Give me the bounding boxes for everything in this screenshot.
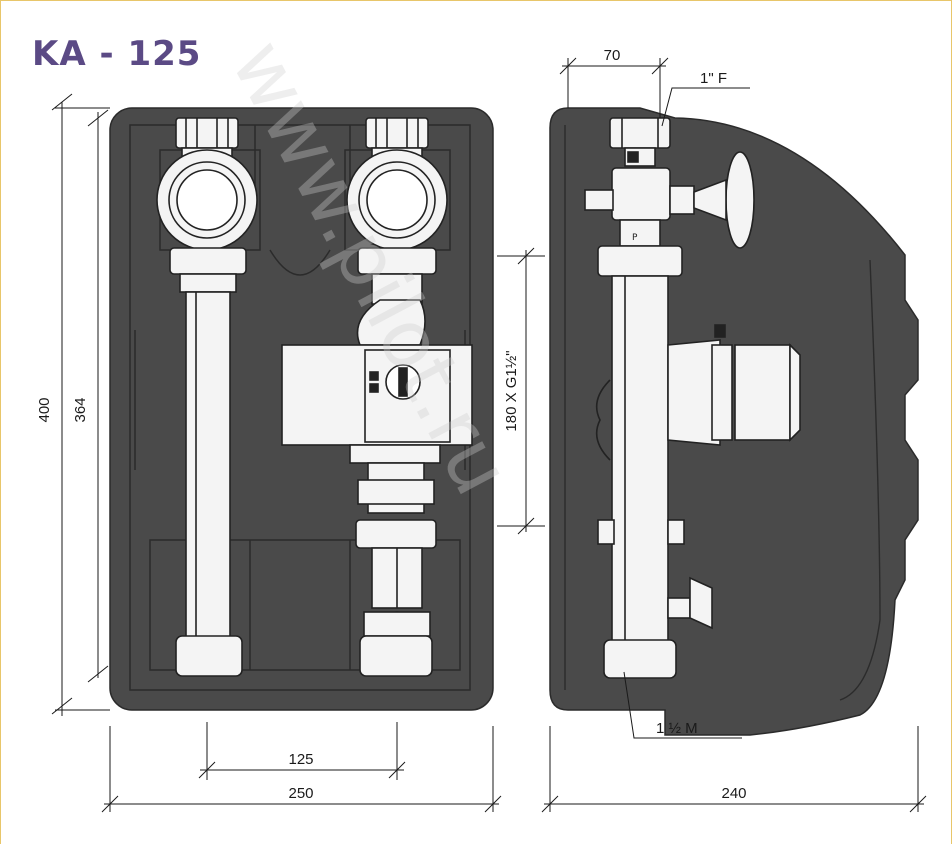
dimension-lines: [51, 57, 927, 813]
dim-top-offset: 70: [604, 47, 621, 64]
dim-pump-length: 180 X G1½": [503, 350, 520, 431]
side-drain-valve: [597, 519, 713, 630]
left-ball-valve: [156, 117, 258, 275]
left-pipe: [175, 273, 243, 677]
side-view: P: [549, 107, 919, 736]
dim-width-front: 250: [288, 785, 313, 802]
dim-bottom-connection: 1 ½ M: [656, 720, 698, 737]
side-pump-motor: [595, 324, 801, 461]
front-view: [109, 107, 494, 711]
dim-depth-side: 240: [721, 785, 746, 802]
check-valve-assembly: [355, 462, 437, 677]
dim-height-inner: 364: [72, 397, 89, 422]
right-ball-valve: [346, 117, 448, 305]
dim-top-connection: 1" F: [700, 70, 727, 87]
circulation-pump: [281, 299, 473, 464]
svg-text:P: P: [632, 233, 638, 243]
side-cavity-outlines: [564, 125, 881, 701]
side-valve-body: P: [584, 117, 755, 679]
page-title: KA - 125: [32, 34, 202, 74]
dim-height-total: 400: [36, 397, 53, 422]
dim-pipe-spacing: 125: [288, 751, 313, 768]
